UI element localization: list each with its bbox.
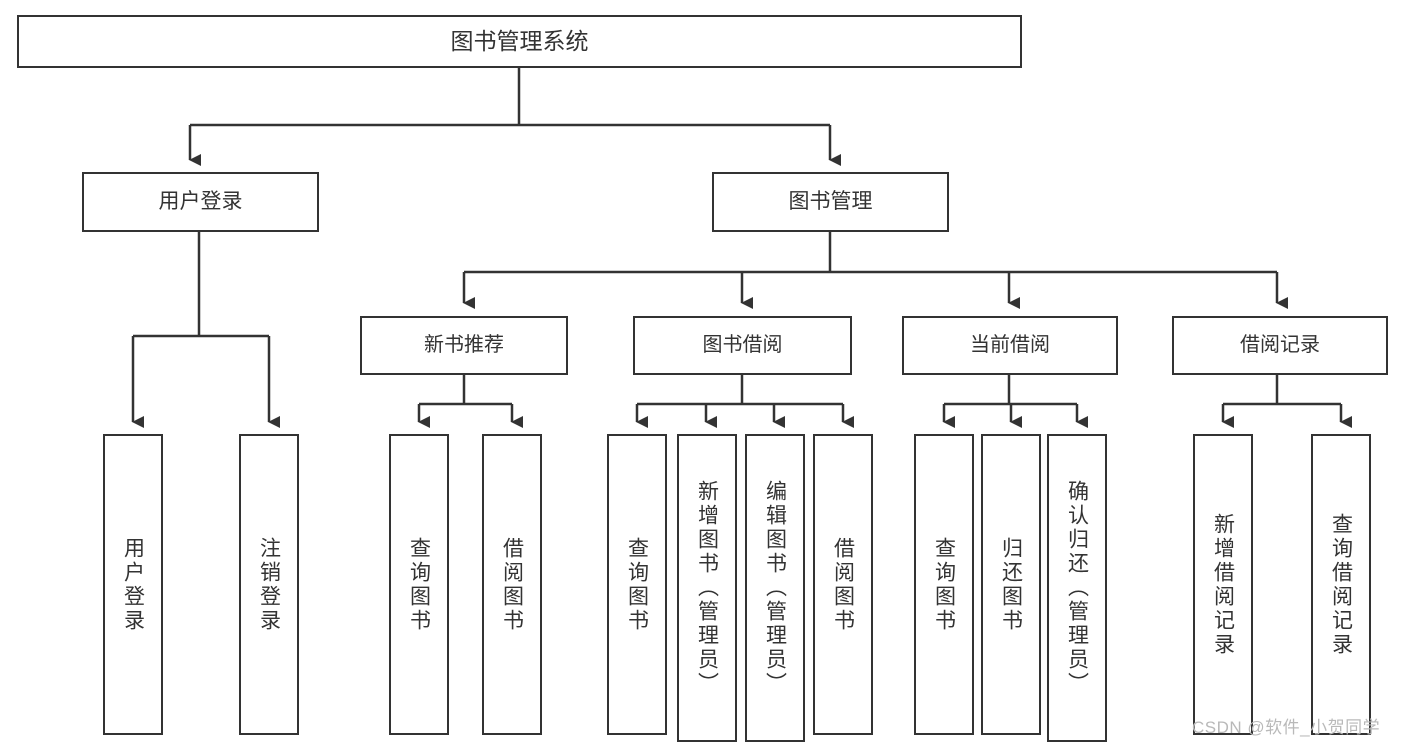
leaf-query-book-current[interactable]: 查询图书 (914, 434, 974, 735)
leaf-label: 新增图书（管理员） (695, 480, 719, 696)
node-current-borrow[interactable]: 当前借阅 (902, 316, 1118, 375)
leaf-label: 用户登录 (121, 536, 145, 633)
leaf-logout-login[interactable]: 注销登录 (239, 434, 299, 735)
leaf-borrow-book-recommend[interactable]: 借阅图书 (482, 434, 542, 735)
leaf-query-book-recommend[interactable]: 查询图书 (389, 434, 449, 735)
leaf-confirm-return[interactable]: 确认归还（管理员） (1047, 434, 1107, 742)
node-root-system[interactable]: 图书管理系统 (17, 15, 1022, 68)
node-book-manage[interactable]: 图书管理 (712, 172, 949, 232)
leaf-edit-book[interactable]: 编辑图书（管理员） (745, 434, 805, 742)
leaf-label: 确认归还（管理员） (1065, 480, 1089, 696)
leaf-label: 查询图书 (625, 536, 649, 633)
leaf-label: 借阅图书 (831, 536, 855, 633)
leaf-label: 编辑图书（管理员） (763, 480, 787, 696)
leaf-return-book[interactable]: 归还图书 (981, 434, 1041, 735)
leaf-user-login[interactable]: 用户登录 (103, 434, 163, 735)
leaf-label: 注销登录 (257, 536, 281, 633)
node-new-book-recommend[interactable]: 新书推荐 (360, 316, 568, 375)
leaf-add-borrow-record[interactable]: 新增借阅记录 (1193, 434, 1253, 735)
node-book-borrow[interactable]: 图书借阅 (633, 316, 852, 375)
leaf-query-book-borrow[interactable]: 查询图书 (607, 434, 667, 735)
node-borrow-record[interactable]: 借阅记录 (1172, 316, 1388, 375)
node-user-login[interactable]: 用户登录 (82, 172, 319, 232)
leaf-label: 查询图书 (932, 536, 956, 633)
leaf-borrow-book[interactable]: 借阅图书 (813, 434, 873, 735)
leaf-label: 借阅图书 (500, 536, 524, 633)
leaf-add-book[interactable]: 新增图书（管理员） (677, 434, 737, 742)
leaf-query-borrow-record[interactable]: 查询借阅记录 (1311, 434, 1371, 735)
leaf-label: 新增借阅记录 (1211, 512, 1235, 657)
leaf-label: 归还图书 (999, 536, 1023, 633)
leaf-label: 查询借阅记录 (1329, 512, 1353, 657)
leaf-label: 查询图书 (407, 536, 431, 633)
